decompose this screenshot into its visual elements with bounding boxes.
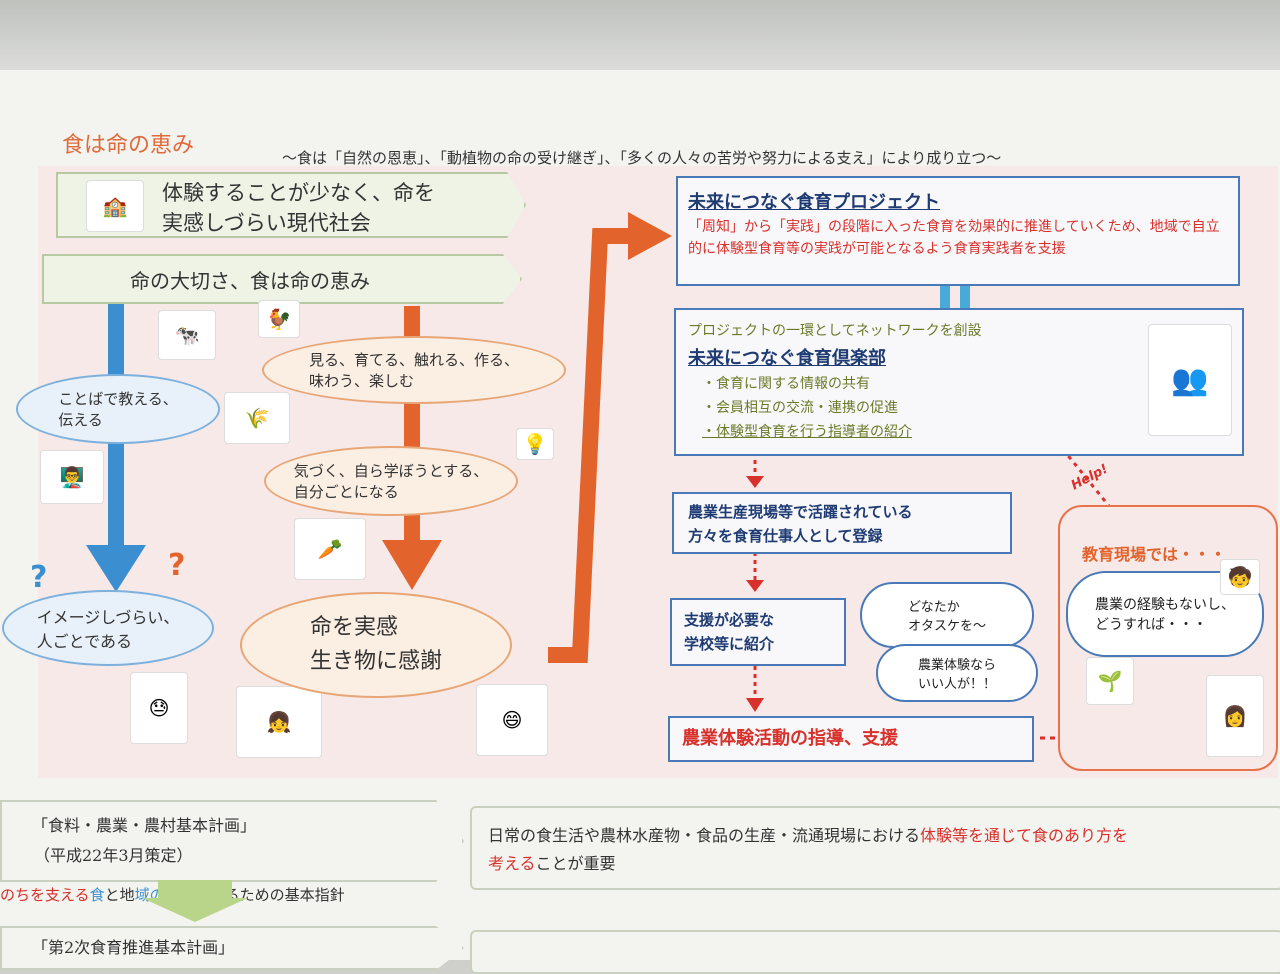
page-title: 食は命の恵み: [62, 133, 195, 158]
farm-field-icon: 🌾: [224, 392, 290, 444]
confused-man-icon: 😓: [130, 672, 188, 744]
plan2-desc-box: [470, 930, 1280, 974]
experience-ellipse: 見る、育てる、触れる、作る、 味わう、楽しむ: [262, 336, 566, 404]
project-box: 未来につなぐ食育プロジェクト 「周知」から「実践」の段階に入った食育を効果的に推…: [676, 176, 1240, 286]
club-item: ・食育に関する情報の共有: [702, 376, 870, 392]
desc-text: 日常の食生活や農林水産物・食品の生産・流通現場における: [488, 826, 921, 845]
register-box: 農業生産現場等で活躍されている 方々を食育仕事人として登録: [672, 492, 1012, 554]
introduce-box: 支援が必要な 学校等に紹介: [670, 598, 846, 666]
guideline-part: と地: [104, 886, 135, 904]
plan1-desc-box: 日常の食生活や農林水産物・食品の生産・流通現場における体験等を通じて食のあり方を…: [470, 806, 1280, 890]
down-arrow-green: [142, 880, 248, 922]
cow-icon: 🐄: [158, 310, 216, 360]
children-eating-icon: 👧: [236, 686, 322, 758]
farm-kids-small-icon: 🌱: [1086, 657, 1134, 705]
question-mark-orange: ?: [168, 548, 186, 583]
guideline-part: 食: [89, 886, 105, 904]
club-items: ・食育に関する情報の共有 ・会員相互の交流・連携の促進 ・体験型食育を行う指導者…: [702, 372, 912, 444]
vegetables-icon: 🥕: [294, 518, 366, 580]
page-subtitle: ～食は「自然の恩恵」、「動植物の命の受け継ぎ」、「多くの人々の苦労や努力による支…: [282, 149, 1002, 167]
orange-arrow-head: [382, 540, 442, 590]
guideline-part: のちを支える: [0, 886, 90, 904]
feel-life-ellipse: 命を実感 生き物に感謝: [240, 592, 512, 698]
desc-highlight: 体験等を通じて食のあり方を: [920, 826, 1129, 845]
farm-kids-icon: 🏫: [86, 180, 144, 232]
plan2-name: 「第2次食育推進基本計画」: [32, 938, 235, 957]
cloud-who: どなたか オタスケを～: [860, 582, 1034, 648]
desc-text-end: ことが重要: [535, 854, 616, 873]
orange-up-arrow-head: [628, 212, 672, 260]
glare-strip: [0, 0, 1280, 70]
school-cloud: 農業の経験もないし、 どうすれば・・・: [1066, 571, 1264, 657]
club-intro: プロジェクトの一環としてネットワークを創設: [688, 323, 982, 339]
school-title: 教育現場では・・・: [1082, 545, 1227, 564]
orange-up-arrow-shaft: [548, 228, 630, 663]
plan1-box: [0, 800, 464, 882]
club-item: ・体験型食育を行う指導者の紹介: [702, 424, 912, 440]
notice-ellipse: 気づく、自ら学ぼうとする、 自分ごとになる: [264, 446, 518, 516]
cloud-good: 農業体験なら いい人が！！: [876, 644, 1038, 702]
school-children-icon: 🧒: [1220, 559, 1260, 595]
happy-man-icon: 😄: [476, 684, 548, 756]
hard-to-image-ellipse: イメージしづらい、 人ごとである: [2, 590, 214, 666]
plan1-date: （平成22年3月策定）: [34, 846, 193, 865]
lightbulb-icon: 💡: [516, 428, 554, 460]
club-box: プロジェクトの一環としてネットワークを創設 未来につなぐ食育倶楽部 ・食育に関す…: [674, 308, 1244, 456]
school-box: 教育現場では・・・ 農業の経験もないし、 どうすれば・・・ 🧒 🌱 👩: [1058, 505, 1278, 771]
project-title: 未来につなぐ食育プロジェクト: [688, 192, 940, 213]
people-group-icon: 👥: [1148, 324, 1232, 436]
value-of-life-box: 命の大切さ、食は命の恵み: [42, 254, 522, 304]
teacher-icon: 👨‍🏫: [40, 450, 104, 504]
project-body: 「周知」から「実践」の段階に入った食育を効果的に推進していくため、地域で自立的に…: [688, 219, 1220, 257]
plan1-name: 「食料・農業・農村基本計画」: [32, 816, 257, 835]
question-mark-blue: ?: [30, 560, 48, 595]
chicken-icon: 🐓: [258, 300, 300, 338]
words-ellipse: ことばで教える、 伝える: [16, 374, 220, 444]
equals-bar-left: [940, 286, 950, 310]
club-title: 未来につなぐ食育倶楽部: [688, 348, 886, 369]
equals-bar-right: [960, 286, 970, 310]
desc-highlight-2: 考える: [488, 854, 536, 873]
blue-arrow-head: [86, 545, 146, 592]
club-item: ・会員相互の交流・連携の促進: [702, 400, 898, 416]
teacher-woman-icon: 👩: [1206, 675, 1264, 757]
plan1-desc: 日常の食生活や農林水産物・食品の生産・流通現場における体験等を通じて食のあり方を…: [488, 822, 1278, 878]
guidance-box: 農業体験活動の指導、支援: [668, 716, 1034, 762]
